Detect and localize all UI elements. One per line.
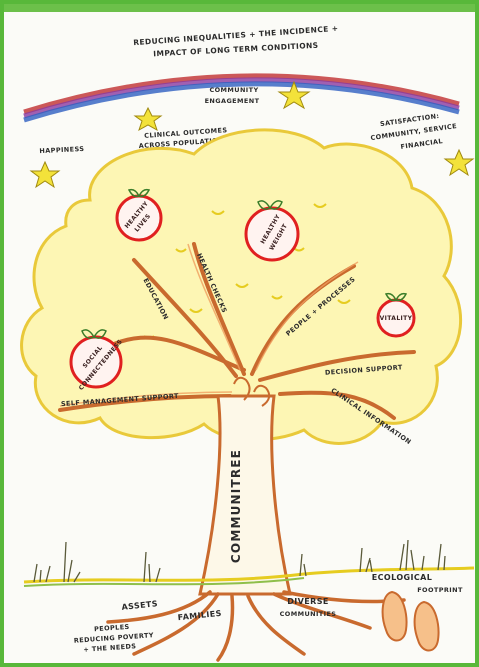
apple-label: VITALITY [380, 315, 413, 322]
star-icon [31, 162, 59, 187]
ecological-label-line-2: FOOTPRINT [417, 586, 463, 594]
satisfaction-line-3: FINANCIAL [400, 137, 443, 151]
footprint-icon [383, 592, 439, 651]
star-icon [135, 108, 161, 130]
community-engagement-line-1: COMMUNITY [209, 86, 258, 94]
trunk-label: COMMUNITREE [229, 449, 243, 563]
happiness-label: HAPPINESS [39, 145, 84, 155]
root-label-peoples-line-3: + THE NEEDS [83, 642, 137, 654]
star-icon [445, 150, 473, 175]
community-engagement-line-2: ENGAGEMENT [205, 97, 260, 105]
root-label-assets: ASSETS [121, 599, 158, 612]
communitree-diagram: REDUCING INEQUALITIES + THE INCIDENCE + … [4, 4, 475, 663]
root-label-families: FAMILIES [177, 609, 222, 623]
ecological-label-line-1: ECOLOGICAL [372, 573, 432, 582]
root-label-communities: COMMUNITIES [280, 610, 337, 618]
root-label-peoples-line-1: PEOPLES [94, 623, 130, 633]
root-label-diverse: DIVERSE [287, 597, 328, 606]
